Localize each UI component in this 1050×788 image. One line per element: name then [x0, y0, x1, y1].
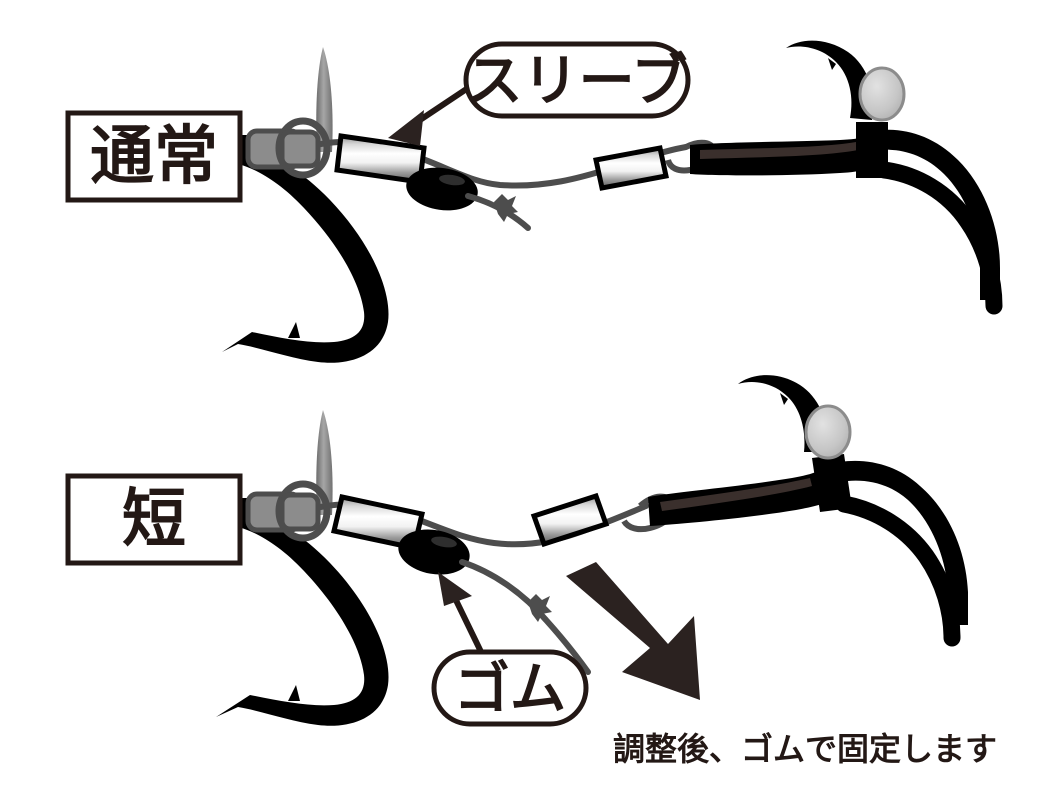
label-normal-text: 通常 [90, 120, 218, 194]
label-box-short: 短 [65, 473, 243, 566]
snap-connector-short [232, 480, 331, 542]
line-knot-short [528, 594, 552, 622]
callout-sleeve-pill [463, 41, 691, 119]
caption-text: 調整後、ゴムで固定します [613, 730, 997, 768]
callout-rubber-leader [449, 590, 487, 660]
snap-connector-normal [232, 117, 331, 179]
round-bead-normal [858, 66, 906, 122]
split-ring-normal [275, 117, 331, 179]
callout-rubber-text: ゴム [454, 657, 566, 722]
arrow-slide-direction [566, 562, 700, 700]
fishing-hook-main-normal [222, 148, 389, 363]
assist-hook-normal [690, 40, 1003, 315]
callout-sleeve-text: スリーブ [467, 49, 688, 114]
rig-assembly-short [216, 375, 968, 726]
assist-hook-short [648, 375, 968, 647]
round-bead-short [804, 404, 852, 460]
arrow-to-rubber [438, 572, 472, 606]
arrow-to-sleeve [388, 110, 424, 146]
rig-assembly-normal [222, 40, 1003, 363]
sleeve-right-short [530, 492, 610, 548]
label-short-text: 短 [122, 483, 186, 557]
label-box-normal: 通常 [65, 110, 243, 203]
label-box-short-frame [65, 473, 243, 566]
rubber-stopper-short [398, 529, 470, 575]
callout-rubber: ゴム [431, 572, 589, 727]
line-knot-normal [494, 194, 518, 222]
callout-sleeve: スリーブ [388, 41, 691, 146]
rubber-stopper-normal [406, 167, 478, 211]
label-box-normal-frame [65, 110, 243, 203]
fishing-hook-main-short [216, 511, 389, 726]
sleeve-right-normal [593, 145, 669, 191]
split-ring-short [275, 480, 331, 542]
callout-rubber-pill [431, 649, 589, 727]
tag-line-short [459, 559, 591, 675]
